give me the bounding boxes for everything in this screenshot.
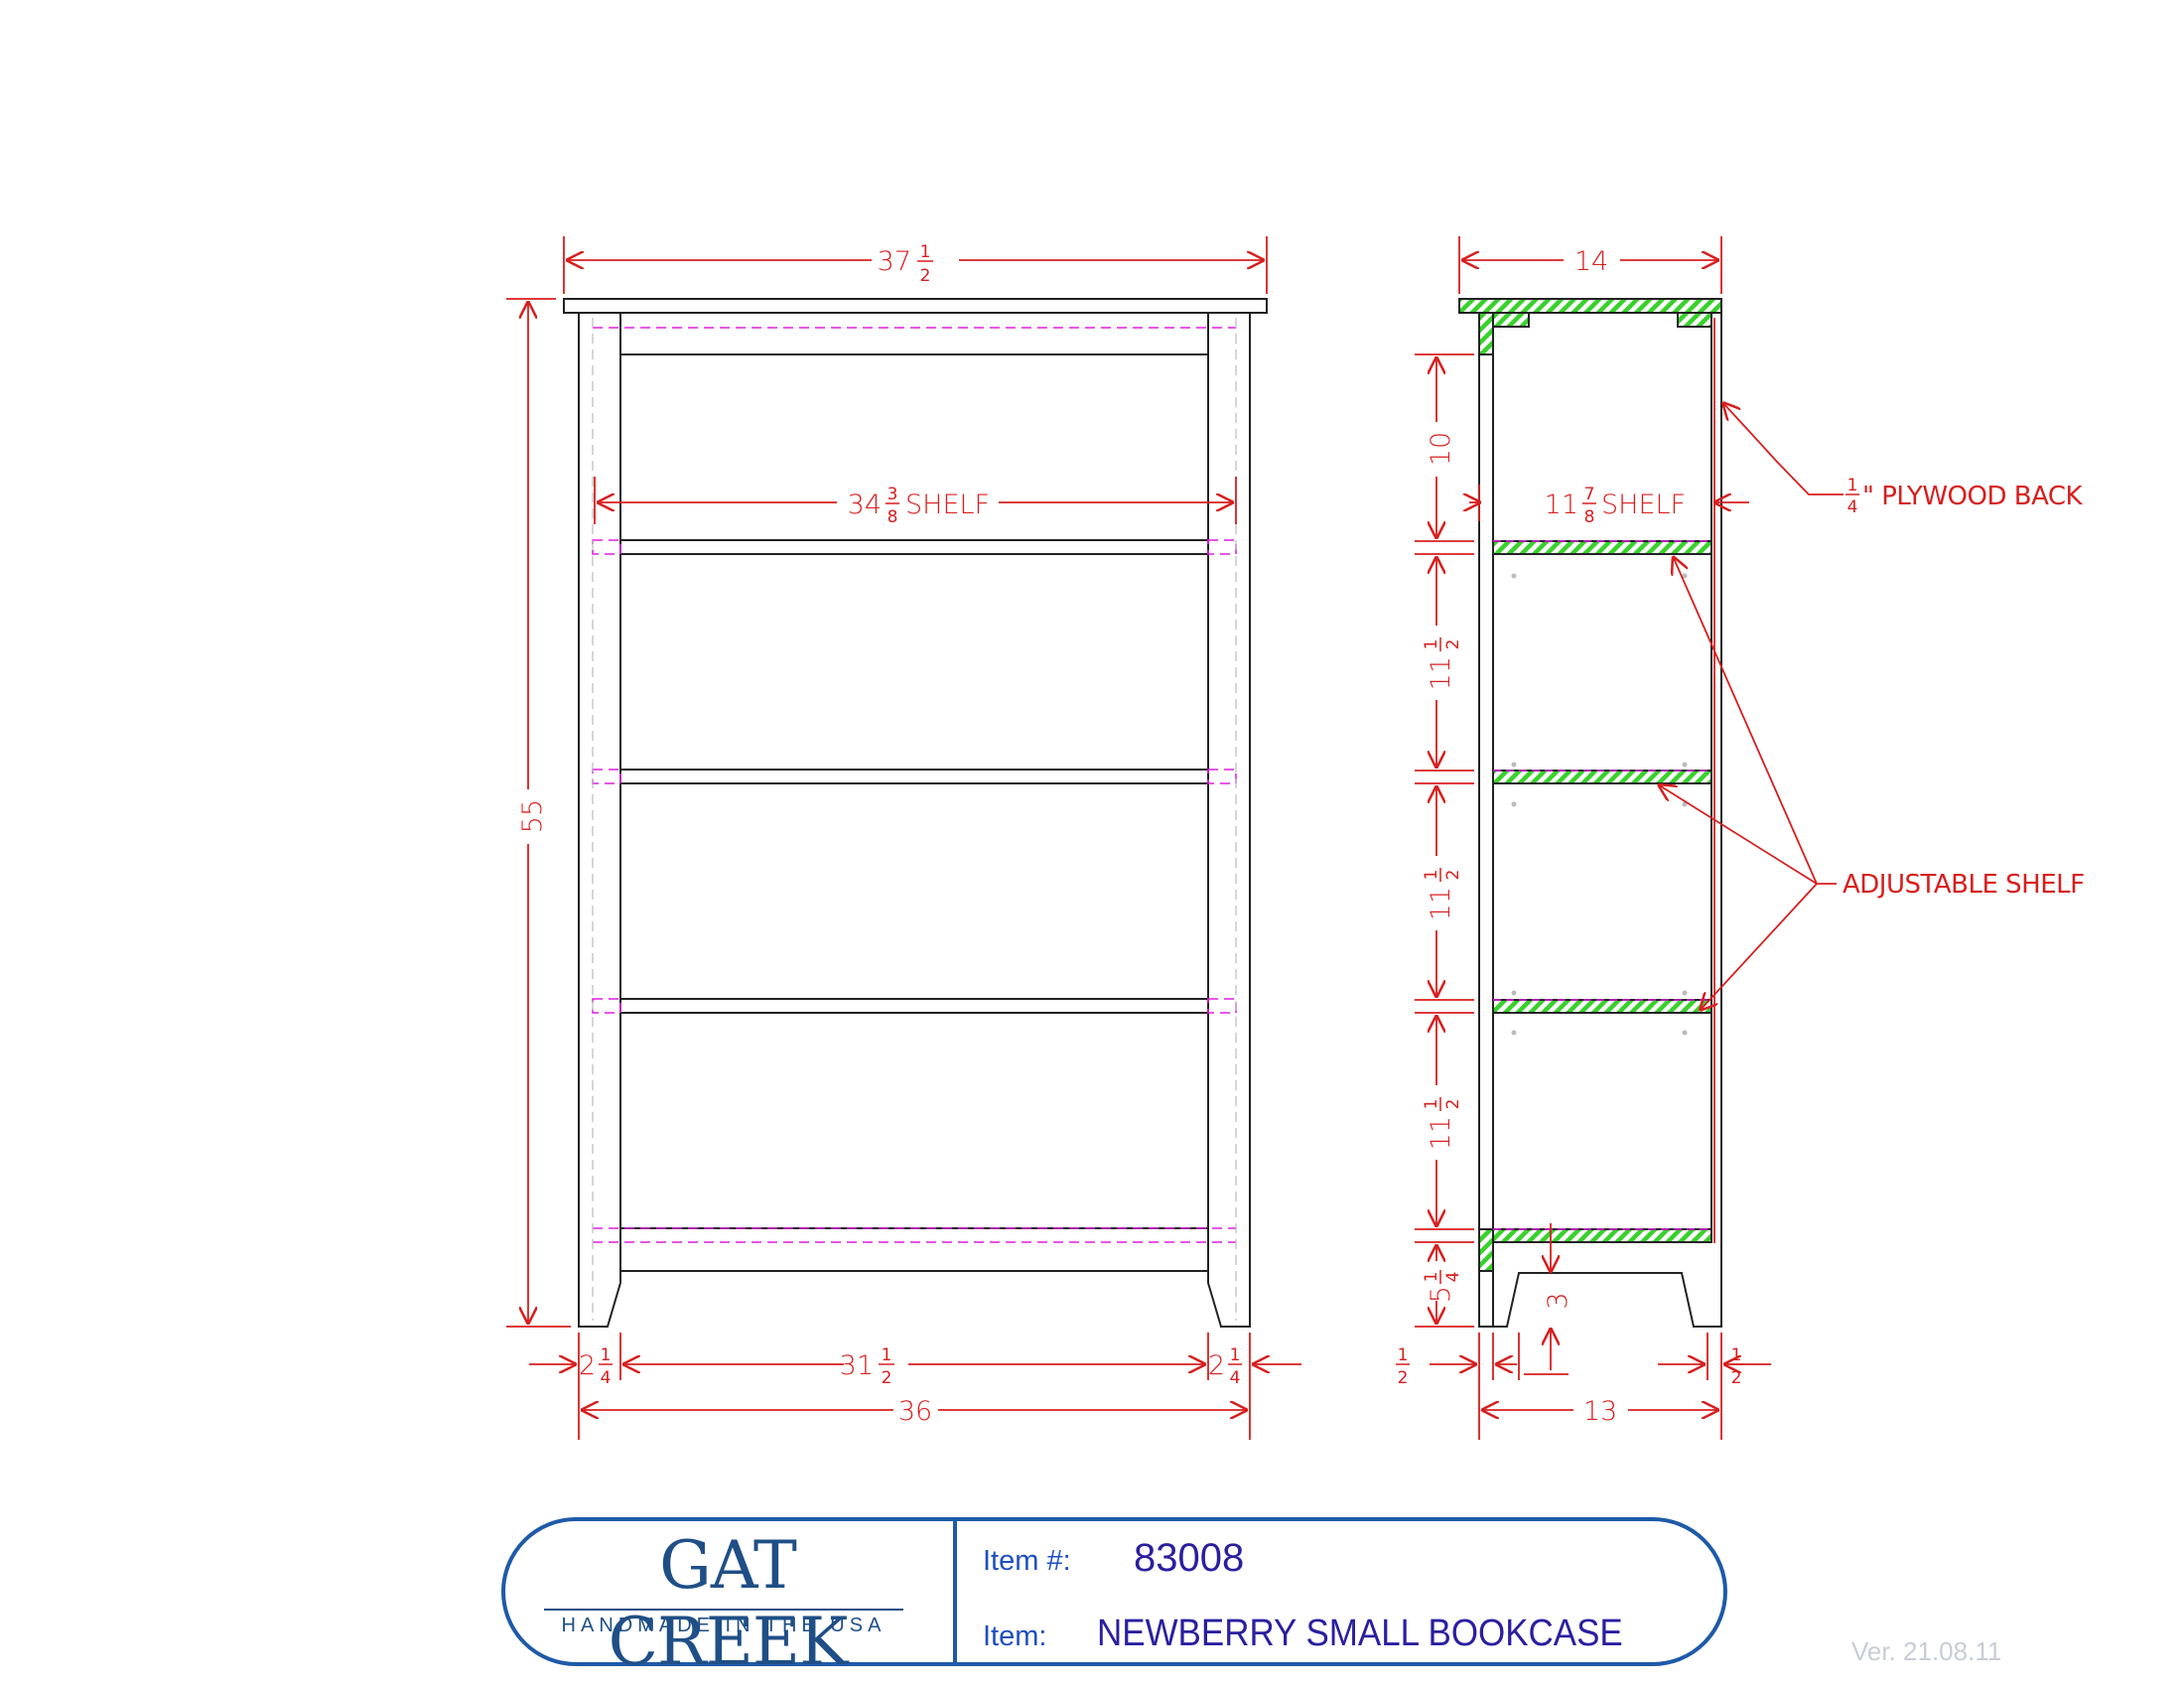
dim-back-offset-den: 2 (1731, 1368, 1742, 1388)
plywood-back-note-num: 1 (1847, 476, 1858, 495)
item-number-label: Item #: (983, 1545, 1071, 1577)
dim-kick-height-den: 4 (1443, 1272, 1463, 1283)
dim-inner-opening-num: 1 (882, 1345, 892, 1365)
front-shelf-2 (619, 769, 1209, 784)
dim-kick-height: 5 1 4 (1422, 1270, 1463, 1303)
dim-shelf-length-num: 3 (887, 485, 898, 504)
dim-side-right-num: 1 (1230, 1345, 1241, 1365)
front-shelf-3 (619, 998, 1209, 1014)
dim-shelf-depth: 11 7 8 SHELF (1545, 485, 1686, 527)
dim-side-right-den: 4 (1230, 1368, 1241, 1388)
dim-side-width-right: 2 1 4 (1208, 1345, 1242, 1388)
dim-shelf-depth-suffix: SHELF (1601, 490, 1686, 520)
plywood-back-note: 1 4 " PLYWOOD BACK (1845, 476, 2084, 517)
front-left-side (578, 313, 621, 1328)
dim-base-width: 36 (898, 1396, 932, 1427)
dim-spacing-2-num: 1 (1422, 870, 1441, 881)
dim-foot-cut: 3 (1543, 1292, 1573, 1309)
side-bottom-shelf (1492, 1228, 1712, 1243)
side-top-board (1458, 298, 1722, 314)
title-block-divider (953, 1517, 957, 1666)
dim-top-spacing: 10 (1426, 432, 1456, 466)
dim-inner-opening-den: 2 (882, 1368, 892, 1388)
front-top-board (563, 298, 1268, 314)
dim-overall-width-num: 1 (920, 242, 931, 262)
dim-shelf-length-den: 8 (887, 507, 898, 527)
shelf-pin-holes (1511, 573, 1688, 1036)
dim-side-right-whole: 2 (1208, 1350, 1225, 1381)
dim-front-offset-den: 2 (1398, 1368, 1409, 1388)
dim-shelf-length-suffix: SHELF (905, 490, 990, 520)
dim-overall-width-den: 2 (920, 266, 931, 286)
dim-spacing-1: 11 1 2 (1422, 637, 1463, 690)
dim-overall-height: 55 (517, 799, 548, 833)
adjustable-shelf-note: ADJUSTABLE SHELF (1843, 870, 2085, 900)
title-block (501, 1517, 1727, 1666)
side-shelf-1 (1492, 540, 1712, 555)
dim-spacing-3-den: 2 (1443, 1099, 1463, 1110)
front-view (563, 298, 1268, 1328)
dim-front-offset: 1 2 (1396, 1345, 1410, 1388)
dim-spacing-3-num: 1 (1422, 1099, 1441, 1110)
brand-logo: GAT CREEK (608, 1527, 849, 1680)
dim-spacing-2-den: 2 (1443, 870, 1463, 881)
item-name-value: NEWBERRY SMALL BOOKCASE (1097, 1613, 1623, 1654)
brand-rule (544, 1609, 903, 1611)
dim-inner-opening-whole: 31 (840, 1350, 874, 1381)
dim-spacing-1-whole: 11 (1426, 656, 1456, 690)
dim-shelf-length: 34 3 8 SHELF (848, 485, 990, 527)
dim-spacing-1-num: 1 (1422, 639, 1441, 650)
front-dimensions (506, 236, 1301, 1440)
side-shelf-3 (1492, 999, 1712, 1014)
dim-shelf-depth-whole: 11 (1545, 490, 1578, 520)
side-shelf-2 (1492, 770, 1712, 784)
front-right-side (1207, 313, 1251, 1328)
dim-back-offset: 1 2 (1729, 1345, 1743, 1388)
dim-spacing-3: 11 1 2 (1422, 1097, 1463, 1150)
front-hidden-lines (592, 327, 1237, 1243)
dim-kick-height-whole: 5 (1426, 1286, 1456, 1303)
dim-kick-height-num: 1 (1422, 1272, 1441, 1283)
dim-overall-depth: 14 (1574, 246, 1608, 277)
dim-overall-width: 37 1 2 (878, 242, 933, 286)
version-label: Ver. 21.08.11 (1851, 1636, 2002, 1666)
dim-side-left-num: 1 (601, 1345, 612, 1365)
dim-shelf-depth-num: 7 (1584, 485, 1595, 504)
dim-side-left-whole: 2 (579, 1350, 596, 1381)
front-shelf-1 (619, 539, 1209, 555)
side-panel-outline (1478, 313, 1722, 1328)
item-label: Item: (983, 1620, 1047, 1652)
dim-spacing-2: 11 1 2 (1422, 868, 1463, 920)
brand-tagline: HANDMADE IN THE USA (561, 1615, 887, 1636)
dim-spacing-3-whole: 11 (1426, 1116, 1456, 1150)
plywood-back-note-text: " PLYWOOD BACK (1862, 482, 2084, 511)
plywood-back-note-den: 4 (1847, 497, 1858, 517)
side-dimensions (1415, 236, 1843, 1440)
dim-spacing-1-den: 2 (1443, 639, 1463, 650)
dim-shelf-depth-den: 8 (1584, 507, 1595, 527)
side-view (1458, 298, 1722, 1328)
item-number-value: 83008 (1134, 1536, 1245, 1580)
dim-back-offset-num: 1 (1731, 1345, 1742, 1365)
dim-overall-width-whole: 37 (878, 246, 911, 277)
dim-inner-opening: 31 1 2 (840, 1345, 894, 1388)
dim-side-left-den: 4 (601, 1368, 612, 1388)
dim-base-depth: 13 (1583, 1396, 1617, 1427)
dim-side-width-left: 2 1 4 (579, 1345, 613, 1388)
dim-front-offset-num: 1 (1398, 1345, 1409, 1365)
dim-shelf-length-whole: 34 (848, 490, 882, 520)
dim-spacing-2-whole: 11 (1426, 887, 1456, 920)
